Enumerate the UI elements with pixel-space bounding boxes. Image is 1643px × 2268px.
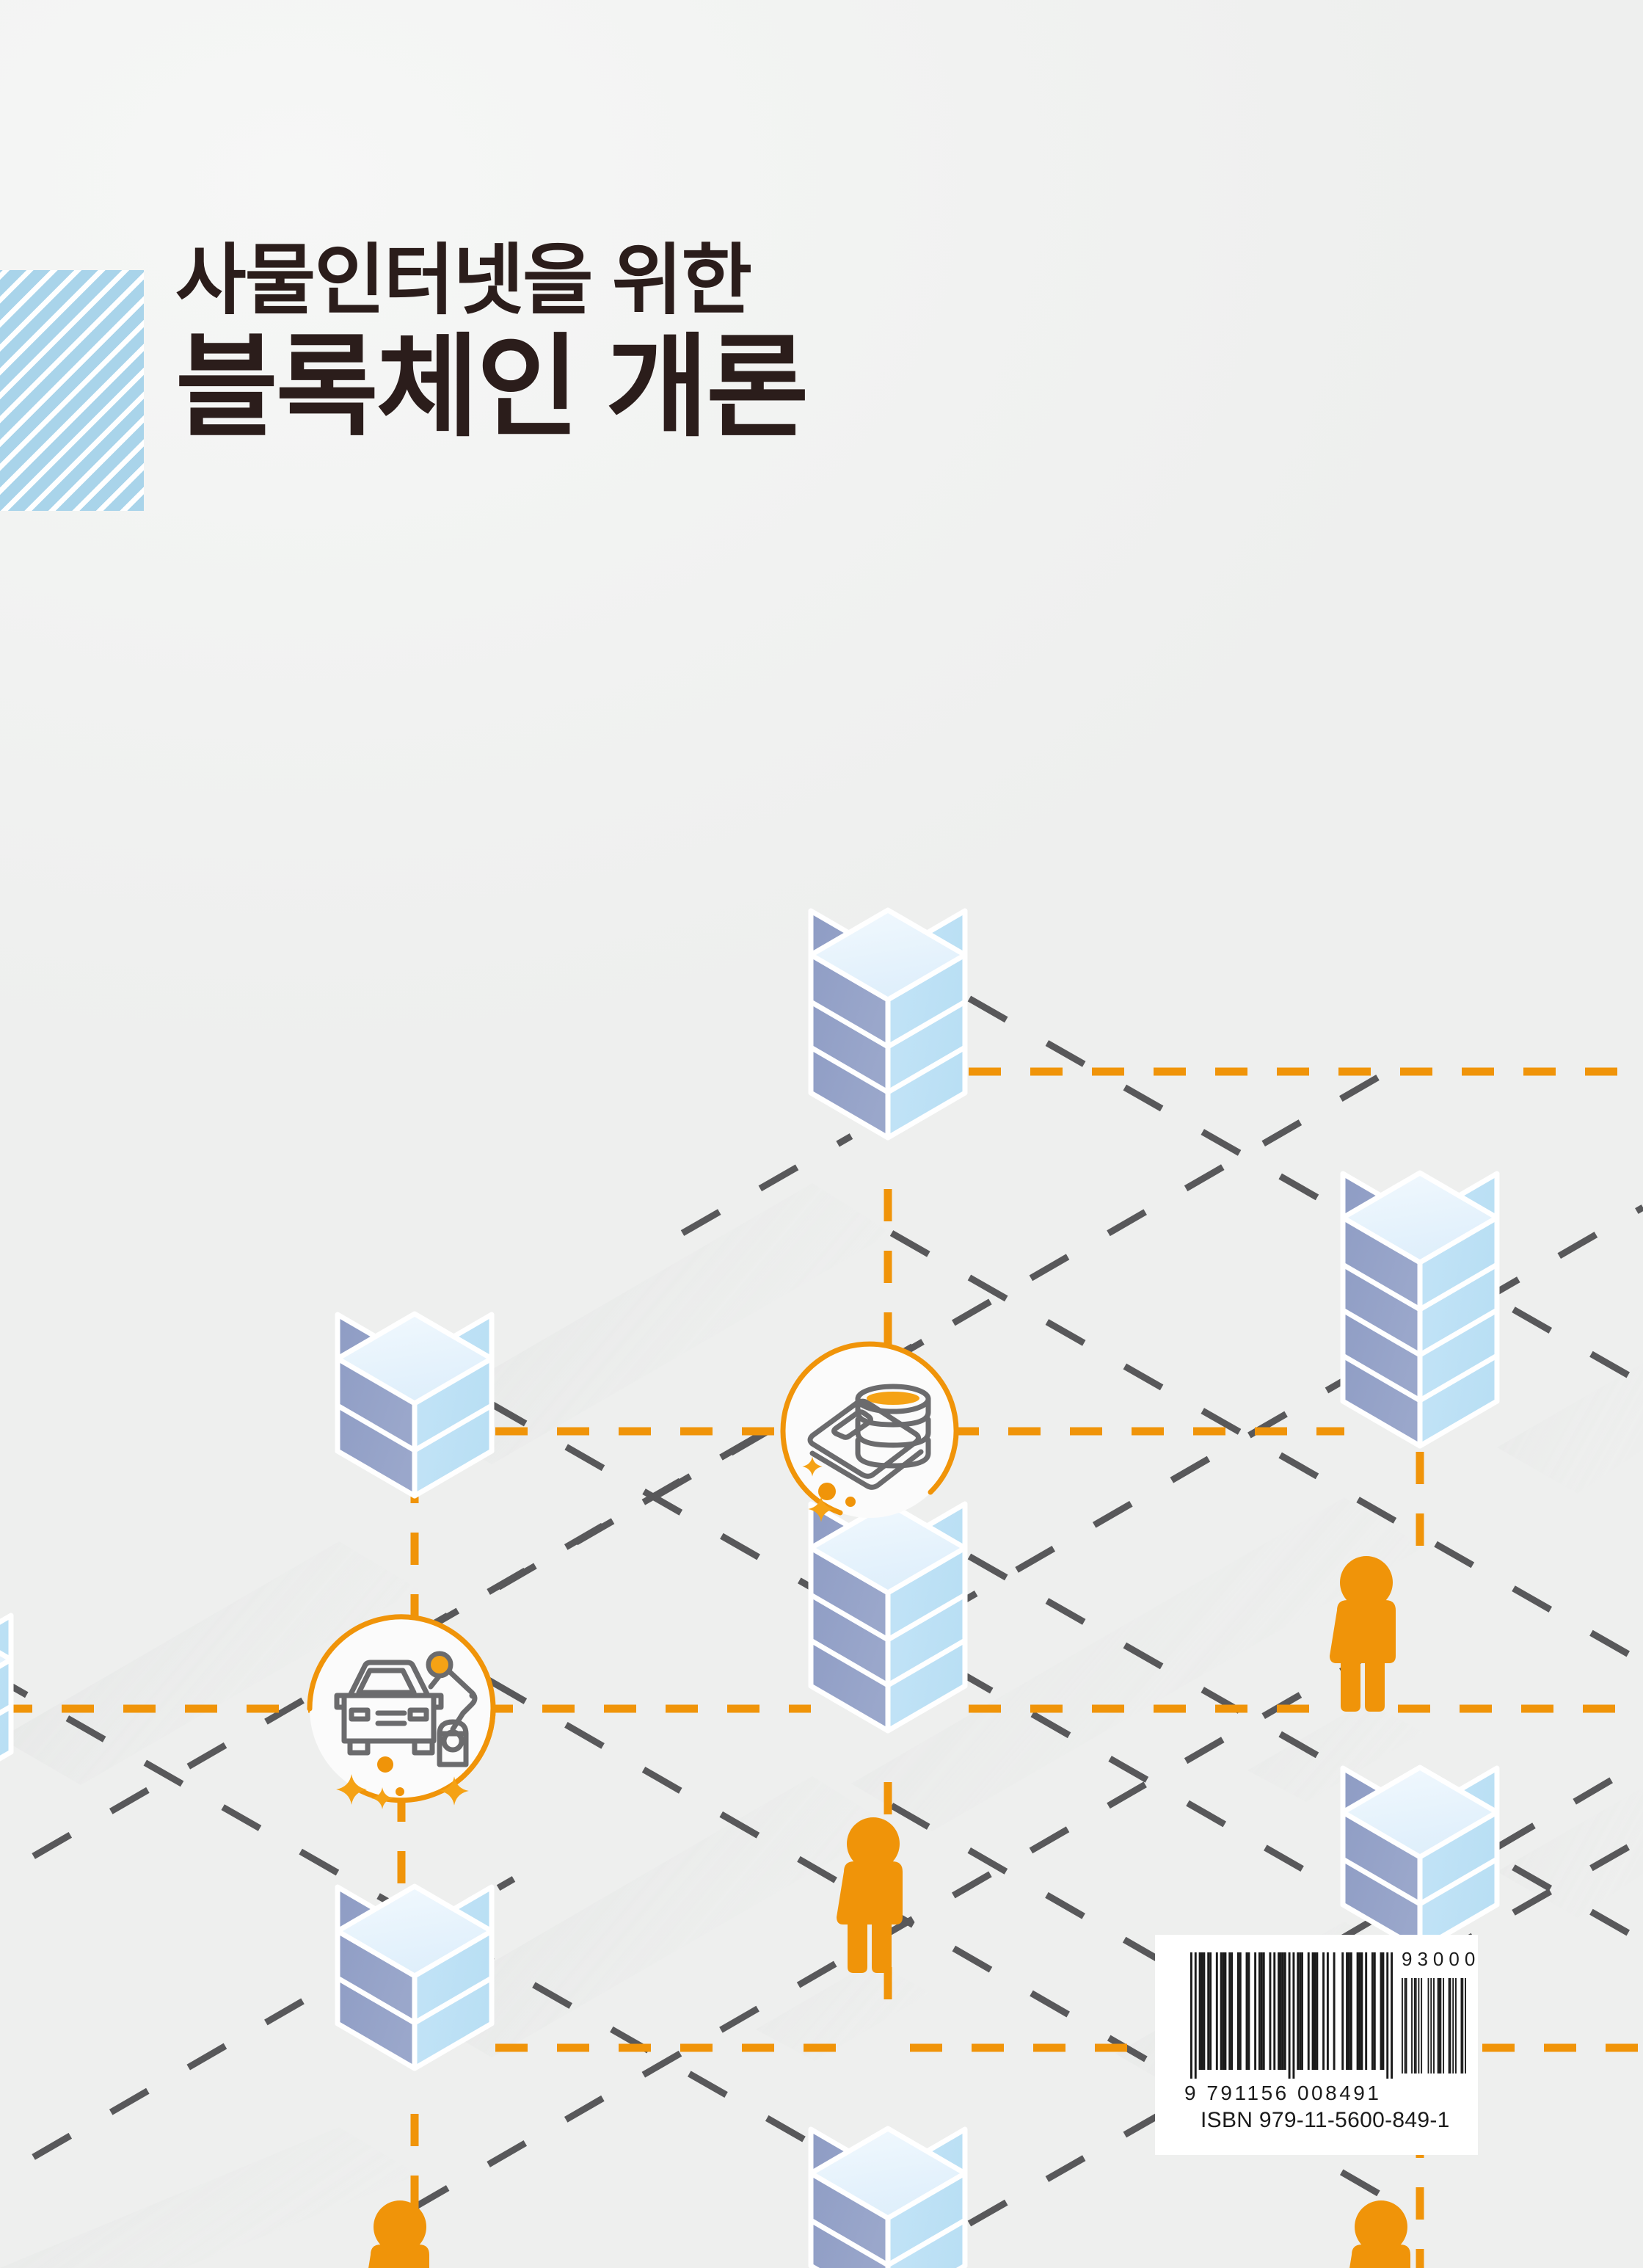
person-icon-bottom-right bbox=[1344, 2200, 1410, 2268]
ean5-addon-barcode bbox=[1402, 1978, 1466, 2073]
network-links-orange bbox=[0, 1067, 1643, 2268]
ean13-barcode bbox=[1190, 1952, 1393, 2079]
cover-title-block: 사물인터넷을 위한 블록체인 개론 bbox=[175, 238, 1129, 451]
title-main-line: 블록체인 개론 bbox=[175, 325, 809, 451]
block-stack-bottom-center bbox=[811, 2129, 965, 2268]
ean13-digits: 9 791156 008491 bbox=[1184, 2082, 1382, 2104]
block-stack-left-upper bbox=[338, 1314, 492, 1496]
mobile-payment-coins-icon bbox=[780, 1341, 959, 1522]
addon-digits: 93000 bbox=[1402, 1948, 1481, 1970]
isbn-label: ISBN 979-11-5600-849-1 bbox=[1201, 2108, 1450, 2132]
person-icon-bottom-left bbox=[363, 2200, 429, 2268]
block-stack-left-edge bbox=[0, 1615, 11, 1797]
title-subtitle-line: 사물인터넷을 위한 bbox=[175, 238, 752, 324]
block-stack-top-center bbox=[811, 910, 965, 1138]
block-stack-right-tall bbox=[1343, 1173, 1497, 1446]
smart-factory-car-robot-icon bbox=[307, 1614, 496, 1809]
hatched-square-accent bbox=[0, 270, 144, 511]
barcode-block: 93000 9 791156 008491 ISBN 979-11-5600-8… bbox=[1155, 1935, 1478, 2155]
block-stack-center bbox=[811, 1503, 965, 1731]
